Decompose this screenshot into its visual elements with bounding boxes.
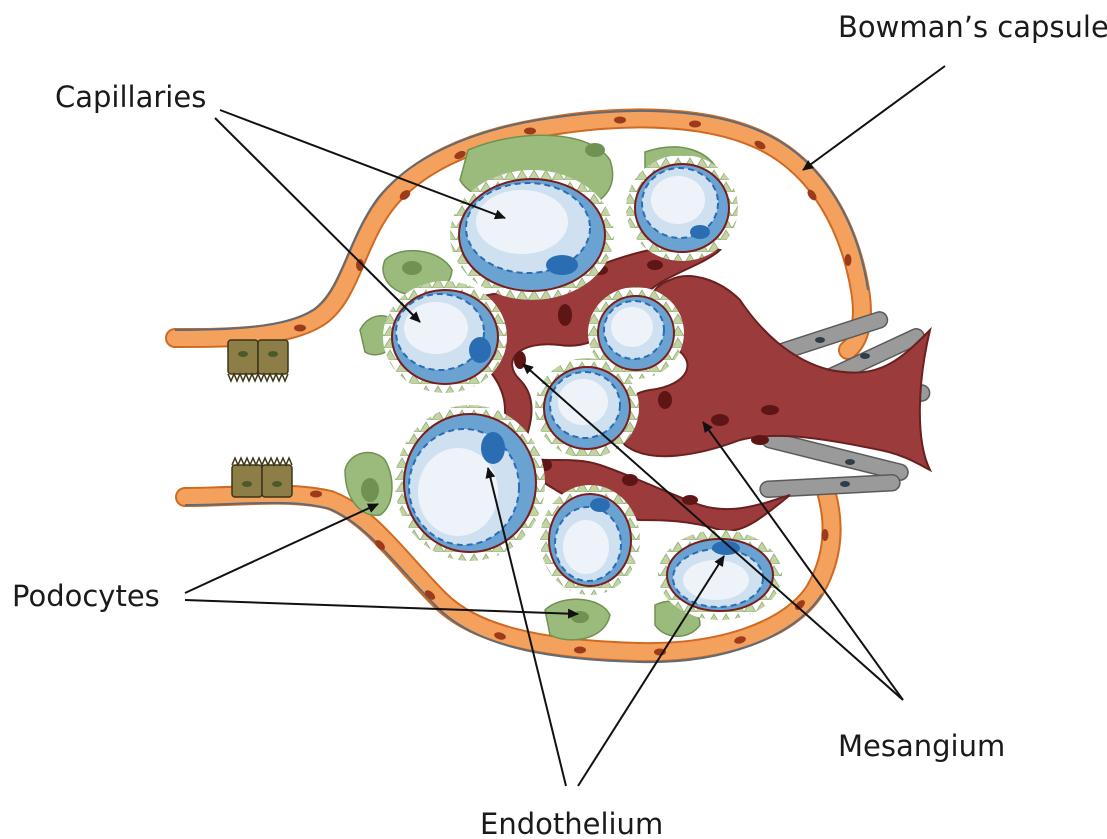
capillary-1 bbox=[450, 170, 614, 300]
capillary-8 bbox=[658, 530, 782, 620]
capillary-3 bbox=[383, 281, 507, 393]
arrow-capillaries-1 bbox=[220, 110, 505, 218]
capillary-6 bbox=[395, 405, 545, 561]
label-mesangium: Mesangium bbox=[838, 729, 1005, 763]
capillary-2 bbox=[626, 155, 738, 261]
arrow-podocytes-2 bbox=[185, 600, 578, 614]
tubule-cell-lower bbox=[232, 458, 292, 497]
arrow-capillaries-2 bbox=[215, 118, 420, 322]
label-bowmans-capsule: Bowman’s capsule bbox=[838, 10, 1107, 44]
label-podocytes: Podocytes bbox=[12, 579, 160, 613]
label-endothelium: Endothelium bbox=[480, 807, 663, 839]
capillary-5 bbox=[535, 358, 639, 458]
tubule-cells bbox=[228, 340, 292, 497]
label-capillaries: Capillaries bbox=[55, 80, 206, 114]
arrow-podocytes-1 bbox=[185, 504, 378, 593]
tubule-cell-upper bbox=[228, 340, 288, 381]
capillary-7 bbox=[540, 485, 640, 595]
arrow-bowman bbox=[803, 66, 945, 170]
